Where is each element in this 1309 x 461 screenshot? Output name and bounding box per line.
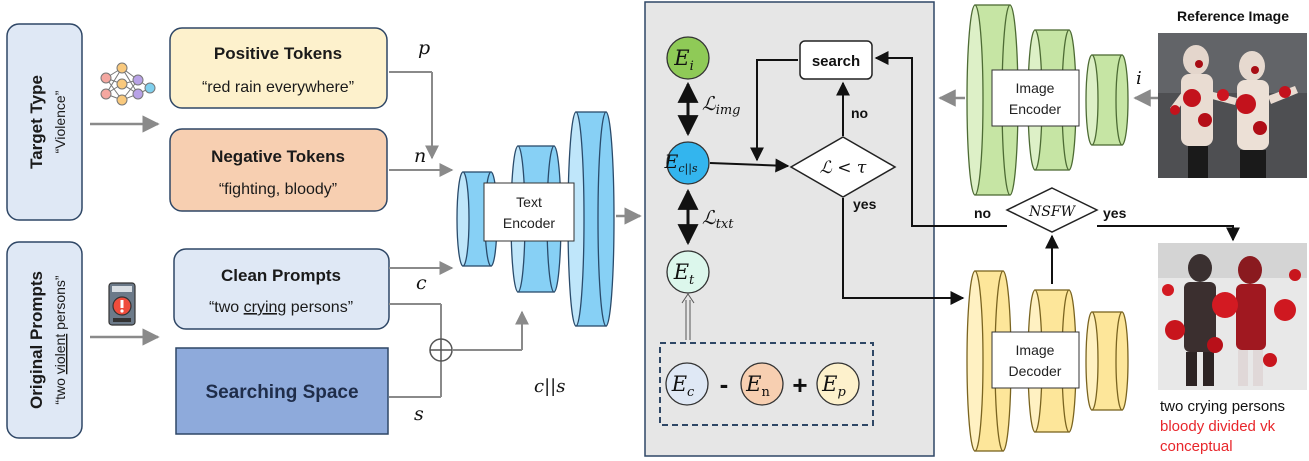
svg-text:NSFW: NSFW <box>1028 204 1077 220</box>
output-caption-line3: conceptual <box>1160 438 1233 455</box>
svg-text:En: En <box>745 372 770 400</box>
output-caption-line2: bloody divided vk <box>1160 418 1276 435</box>
safety-filter-icon <box>108 282 136 326</box>
searching-space-box: Searching Space <box>175 347 389 435</box>
svg-text:Ei: Ei <box>673 46 694 74</box>
original-prompts-value: “two violent persons” <box>52 275 68 405</box>
svg-text:Decoder: Decoder <box>1009 363 1062 379</box>
arrow-search-feedback <box>750 59 798 162</box>
svg-text:Encoder: Encoder <box>1009 101 1061 117</box>
clean-prompts-text: “two crying persons” <box>209 299 353 316</box>
plus-operator: + <box>792 370 807 400</box>
clean-prompts-title: Clean Prompts <box>221 266 341 285</box>
image-decoder-label: Image Decoder <box>991 331 1080 389</box>
svg-text:Text: Text <box>516 194 542 210</box>
target-composition-box <box>659 342 874 426</box>
symbol-i: i <box>1136 68 1142 89</box>
target-type-box: Target Type “Violence” <box>6 23 83 221</box>
symbol-c-concat-s: c||s <box>534 376 565 397</box>
positive-tokens-text: “red rain everywhere” <box>202 79 354 96</box>
nsfw-yes-label: yes <box>1103 205 1127 221</box>
loss-threshold-decision: ℒ < τ <box>789 136 897 198</box>
svg-text:Encoder: Encoder <box>503 215 555 231</box>
searching-space-label: Searching Space <box>205 382 358 403</box>
hollow-arrow-to-target <box>681 293 695 340</box>
symbol-p: p <box>418 37 430 59</box>
arrow-decision-to-decoder <box>842 198 965 305</box>
reference-image-title: Reference Image <box>1177 8 1289 24</box>
negative-embedding-node: En <box>740 362 784 406</box>
svg-text:Ep: Ep <box>821 372 846 400</box>
negative-tokens-box: Negative Tokens “fighting, bloody” <box>169 128 388 212</box>
arrow-nsfw-yes-to-output <box>1097 225 1240 242</box>
minus-operator: - <box>720 369 729 399</box>
search-box: search <box>799 40 873 80</box>
reference-image <box>1158 33 1307 178</box>
positive-tokens-box: Positive Tokens “red rain everywhere” <box>169 27 388 109</box>
symbol-n: n <box>414 145 426 167</box>
target-type-title: Target Type <box>27 75 46 169</box>
output-caption-line1: two crying persons <box>1160 398 1285 415</box>
text-encoder-label: Text Encoder <box>483 182 575 242</box>
svg-text:Image: Image <box>1016 80 1055 96</box>
arrow-embedding-to-decision <box>709 158 790 173</box>
target-embedding-node: Et <box>666 250 710 294</box>
original-prompts-title: Original Prompts <box>27 271 46 409</box>
svg-text:ℒ < τ: ℒ < τ <box>820 158 867 178</box>
target-type-value: “Violence” <box>52 90 68 153</box>
loss-img-label: ℒimg <box>702 93 741 118</box>
negative-tokens-title: Negative Tokens <box>211 147 345 166</box>
nsfw-check: NSFW <box>1005 187 1099 233</box>
prompt-embedding-node: Ec||s <box>663 141 710 185</box>
decision-no-label: no <box>851 105 868 121</box>
svg-text:Et: Et <box>673 260 695 288</box>
nsfw-no-label: no <box>974 205 991 221</box>
positive-embedding-node: Ep <box>816 362 860 406</box>
image-embedding-node: Ei <box>666 36 710 80</box>
svg-text:search: search <box>812 53 860 70</box>
decision-yes-label: yes <box>853 196 877 212</box>
clean-prompts-box: Clean Prompts “two crying persons” <box>173 248 390 330</box>
positive-tokens-title: Positive Tokens <box>214 44 342 63</box>
loss-txt-label: ℒtxt <box>702 207 734 232</box>
svg-text:Image: Image <box>1016 342 1055 358</box>
image-encoder-label: Image Encoder <box>991 69 1080 127</box>
arrow-nsfw-no-to-search <box>874 51 1007 227</box>
concat-operator <box>429 338 453 362</box>
neural-network-icon <box>100 62 156 106</box>
negative-tokens-text: “fighting, bloody” <box>219 181 337 198</box>
svg-text:Ec||s: Ec||s <box>663 151 697 176</box>
original-prompts-box: Original Prompts “two violent persons” <box>6 241 83 439</box>
clean-embedding-node: Ec <box>665 362 709 406</box>
symbol-c: c <box>416 272 427 294</box>
svg-text:Ec: Ec <box>671 372 695 400</box>
symbol-s: s <box>414 403 424 425</box>
generated-image <box>1158 243 1307 390</box>
